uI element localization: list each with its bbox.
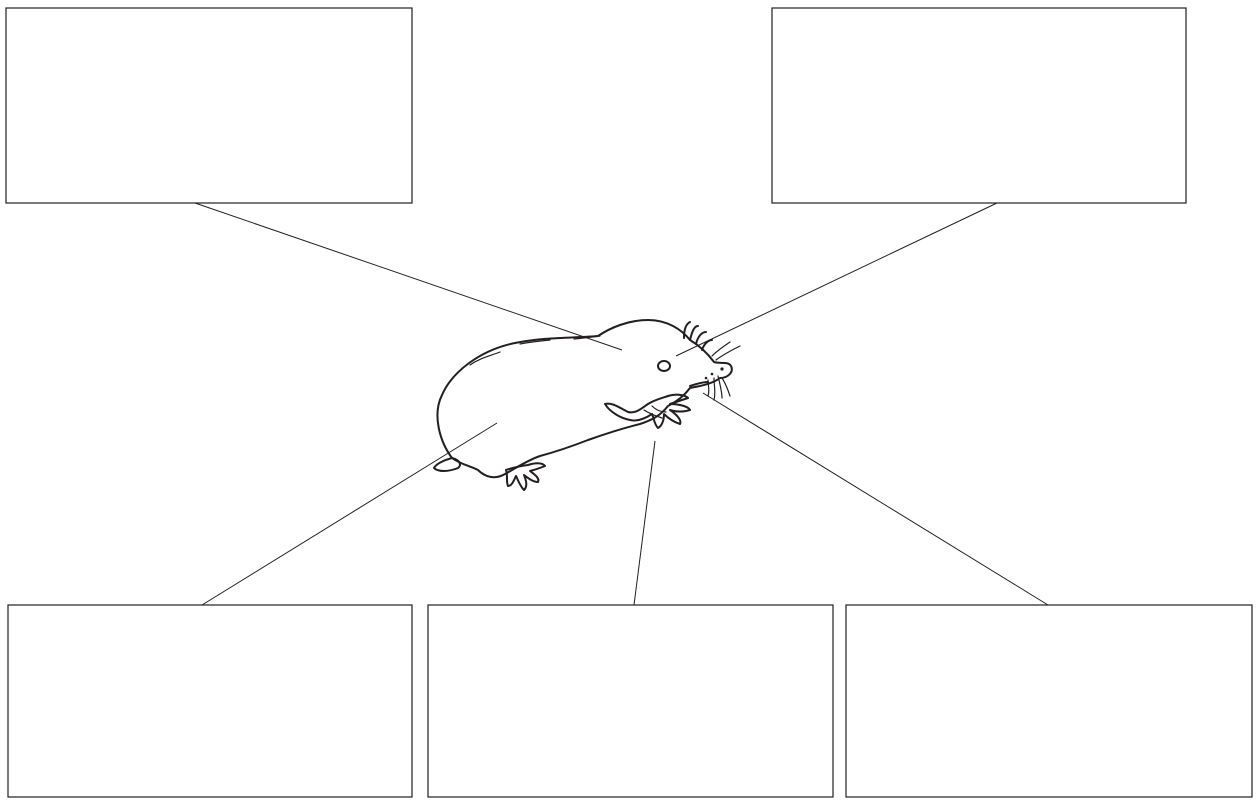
label-box-bottom-middle[interactable] — [428, 605, 833, 797]
mole-eye — [658, 361, 670, 371]
label-box-top-left[interactable] — [6, 8, 412, 203]
mole-nostril — [711, 373, 714, 376]
leader-line-bottom-middle — [634, 441, 655, 605]
label-box-top-right[interactable] — [772, 8, 1186, 203]
leader-line-bottom-left — [202, 423, 497, 605]
leader-line-bottom-right — [703, 393, 1048, 605]
label-box-bottom-left[interactable] — [8, 605, 412, 797]
leader-line-top-right — [676, 203, 997, 356]
mole-hind-foot — [506, 463, 545, 490]
leader-line-top-left — [195, 203, 622, 350]
mole-whiskers — [708, 342, 740, 400]
label-box-bottom-right[interactable] — [846, 605, 1252, 797]
mole-nostril — [705, 377, 708, 380]
mole-nostril — [720, 367, 723, 370]
mole-icon — [434, 320, 740, 490]
